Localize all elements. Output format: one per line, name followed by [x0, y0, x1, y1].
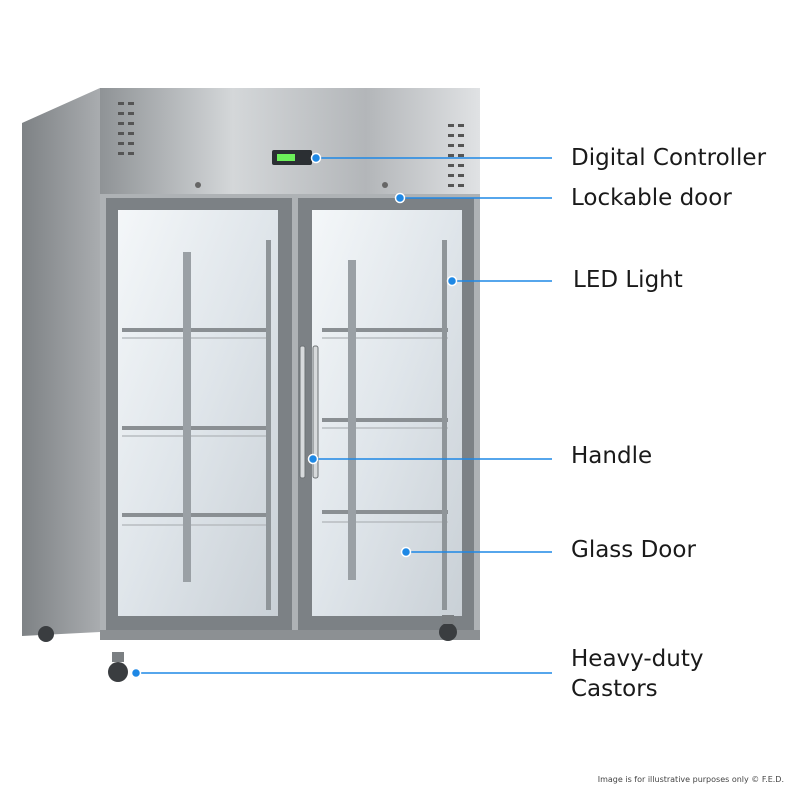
label-handle: Handle	[571, 443, 653, 469]
callout-lockable-door-line	[394, 192, 552, 204]
callout-castors-line	[130, 667, 552, 679]
callout-digital-controller-line	[310, 152, 552, 164]
right-glass-door	[298, 198, 474, 630]
callout-led-light-line	[446, 275, 552, 287]
callout-glass-door-line	[400, 546, 552, 558]
callout-glass-door-dot	[400, 546, 412, 558]
callout-led-light-dot	[446, 275, 458, 287]
label-digital-controller: Digital Controller	[571, 145, 767, 171]
label-glass-door: Glass Door	[571, 537, 696, 563]
callout-castors-dot	[130, 667, 142, 679]
callout-handle-line	[307, 453, 552, 465]
left-glass-door	[106, 198, 292, 630]
callout-digital-controller-dot	[310, 152, 322, 164]
fridge-side-panel	[22, 88, 100, 636]
label-led-light: LED Light	[573, 267, 683, 293]
illustration-disclaimer: Image is for illustrative purposes only …	[597, 775, 784, 784]
callout-lockable-door-dot	[394, 192, 406, 204]
castors	[38, 615, 457, 682]
fridge-top-canopy	[100, 88, 480, 194]
label-lockable-door: Lockable door	[571, 185, 732, 211]
label-heavy-duty: Heavy-duty	[571, 646, 704, 672]
label-castors: Castors	[571, 676, 658, 702]
door-handles	[299, 345, 319, 479]
callout-handle-dot	[307, 453, 319, 465]
